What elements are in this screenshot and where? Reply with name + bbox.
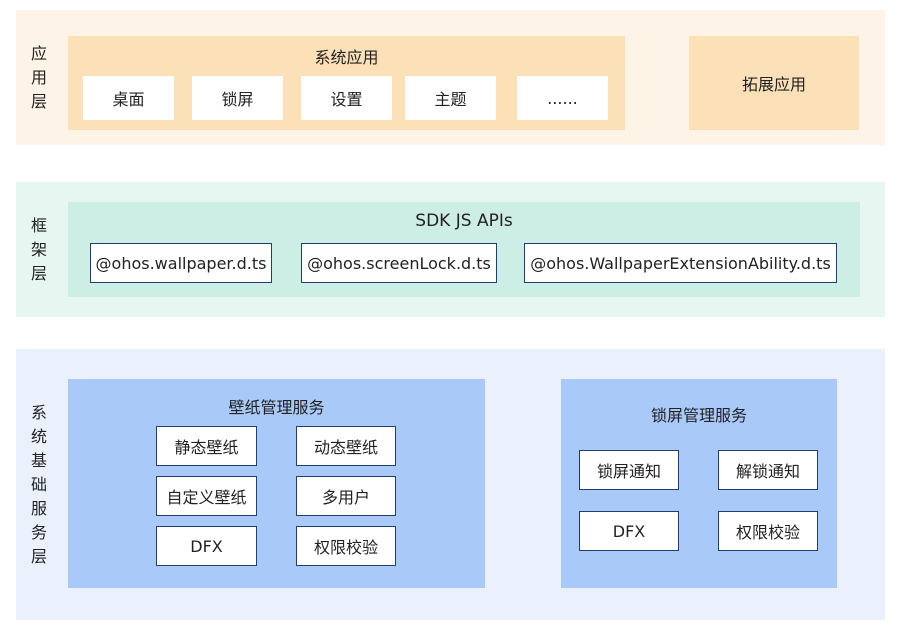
label-char: 系 [30,402,47,422]
app-layer-label: 应 用 层 [16,10,62,145]
service-item-dfx: DFX [156,526,257,566]
label-char: 础 [30,474,47,494]
app-box-theme: 主题 [405,76,496,120]
label-char: 务 [30,522,47,542]
service-item-permission-check: 权限校验 [296,526,396,566]
wallpaper-service-group [68,379,485,588]
app-box-settings: 设置 [301,76,392,120]
system-apps-title: 系统应用 [314,48,379,67]
api-box-wallpaper: @ohos.wallpaper.d.ts [90,243,272,283]
extension-apps-box: 拓展应用 [689,36,859,130]
label-char: 服 [30,498,47,518]
label-char: 层 [30,91,47,111]
label-char: 应 [30,43,47,63]
label-char: 基 [30,450,47,470]
service-item-lock-dfx: DFX [579,511,679,551]
api-box-screenlock: @ohos.screenLock.d.ts [301,243,497,283]
service-item-unlock-notify: 解锁通知 [718,450,818,490]
label-char: 框 [30,215,47,235]
service-item-static-wallpaper: 静态壁纸 [156,426,257,466]
label-char: 统 [30,426,47,446]
app-box-lockscreen: 锁屏 [192,76,283,120]
label-char: 用 [30,67,47,87]
label-char: 层 [30,263,47,283]
app-box-desktop: 桌面 [83,76,174,120]
service-item-custom-wallpaper: 自定义壁纸 [156,476,257,516]
service-item-dynamic-wallpaper: 动态壁纸 [296,426,396,466]
app-box-more: ...... [517,76,608,120]
label-char: 架 [30,239,47,259]
sdk-apis-title: SDK JS APIs [415,211,513,231]
label-char: 层 [30,546,47,566]
service-layer-label: 系 统 基 础 服 务 层 [16,349,62,620]
service-item-multi-user: 多用户 [296,476,396,516]
api-box-wallpaper-extension: @ohos.WallpaperExtensionAbility.d.ts [524,243,837,283]
wallpaper-service-title: 壁纸管理服务 [228,398,325,417]
framework-layer-label: 框 架 层 [16,182,62,317]
service-item-lock-notify: 锁屏通知 [579,450,679,490]
service-item-lock-permission-check: 权限校验 [718,511,818,551]
lock-service-title: 锁屏管理服务 [650,406,747,425]
